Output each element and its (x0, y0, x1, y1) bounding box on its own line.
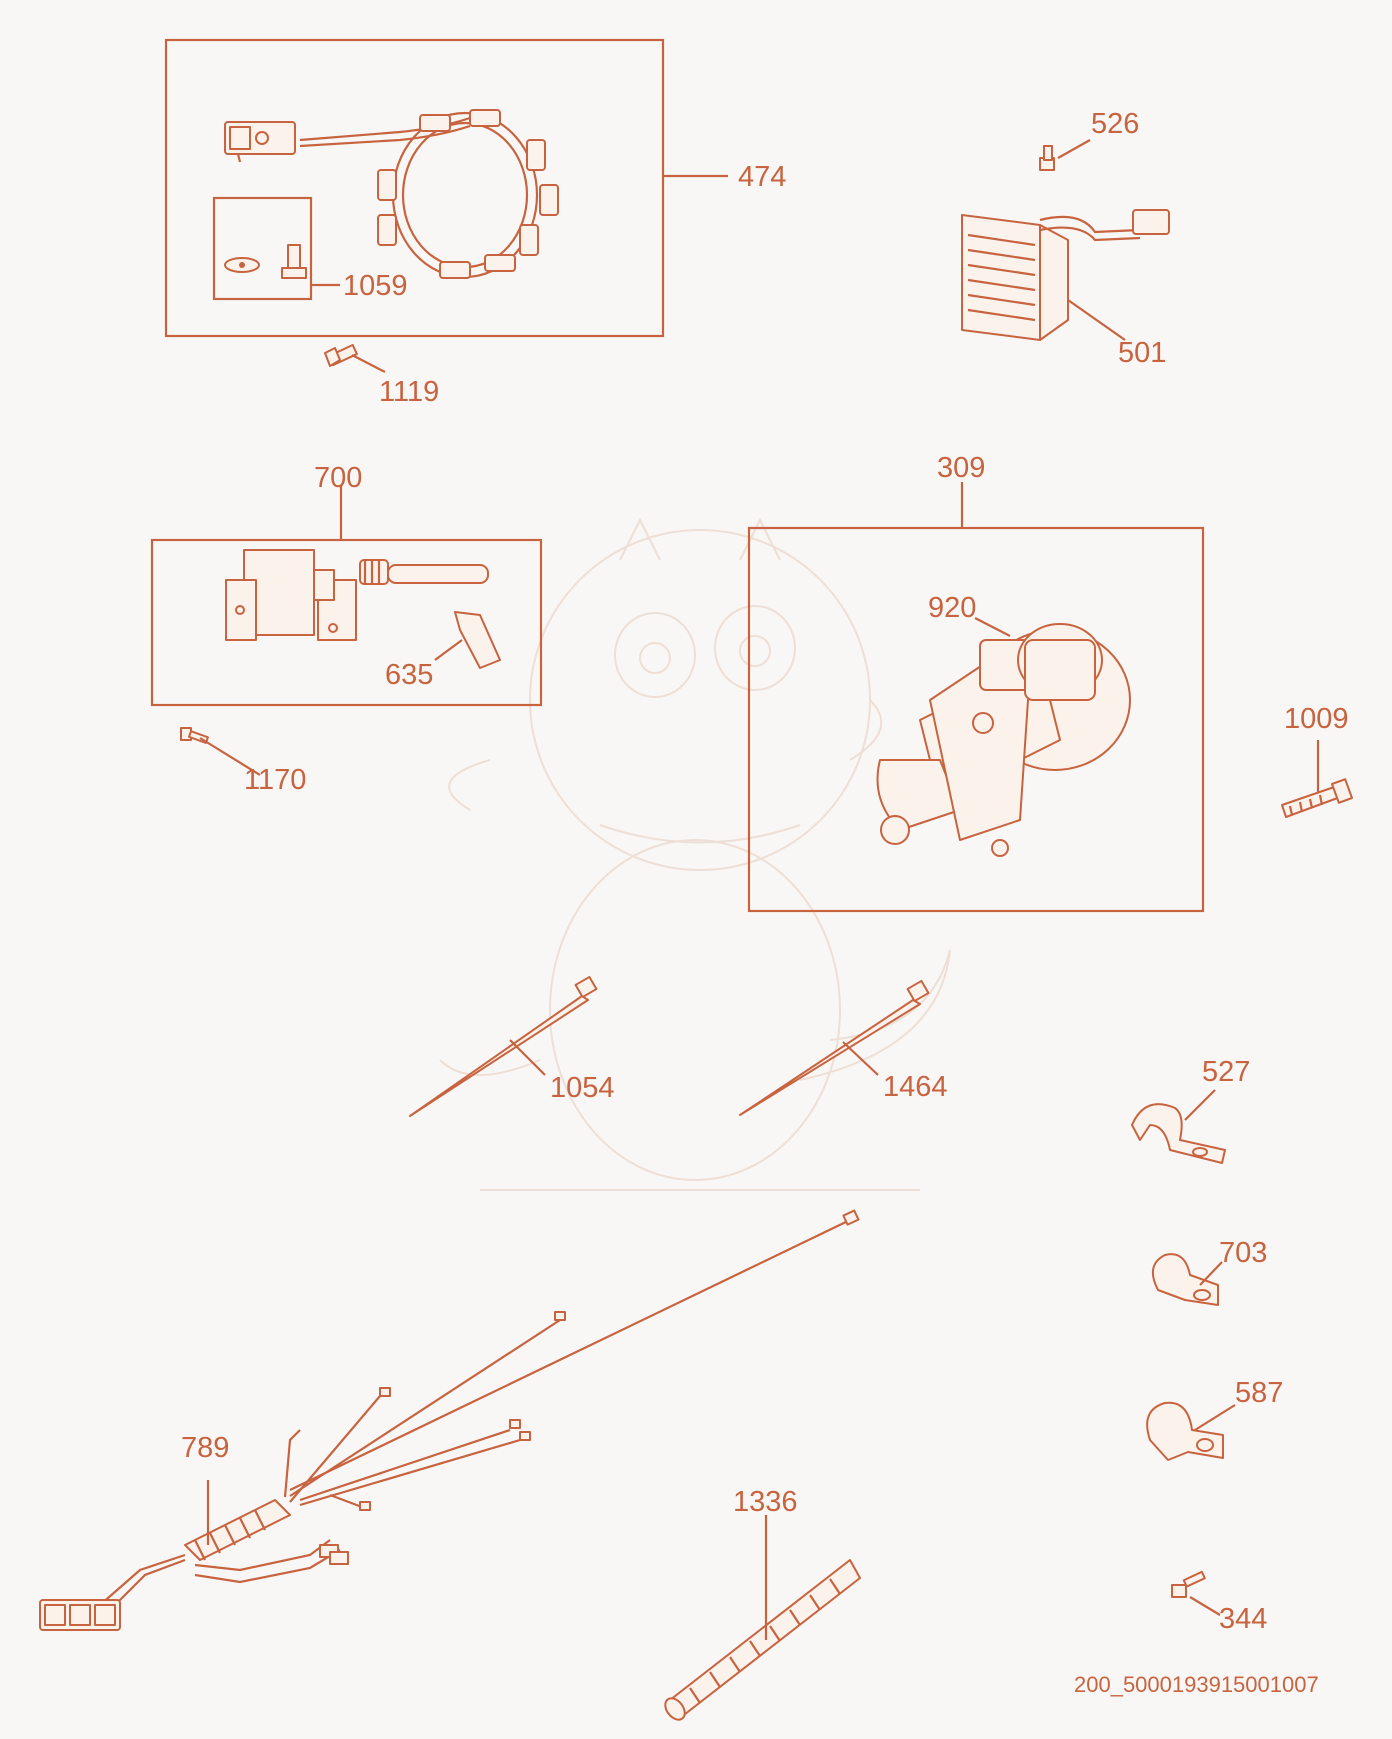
label-1059: 1059 (343, 270, 408, 302)
label-526: 526 (1091, 108, 1139, 140)
regulator-501 (961, 209, 1170, 341)
clamp-527 (1131, 1089, 1226, 1164)
screw-1170 (180, 727, 261, 776)
label-635: 635 (385, 659, 433, 691)
label-1336: 1336 (733, 1486, 798, 1518)
label-501: 501 (1118, 337, 1166, 369)
label-1054: 1054 (550, 1072, 615, 1104)
label-789: 789 (181, 1432, 229, 1464)
bolt-1009 (1281, 740, 1353, 818)
ignition-coil-700 (150, 485, 543, 707)
wiring-harness-789 (39, 1209, 860, 1631)
cable-tie-1464 (739, 979, 930, 1116)
label-309: 309 (937, 452, 985, 484)
screw-344 (1171, 1570, 1221, 1616)
watermark-dragon (439, 517, 951, 1191)
label-587: 587 (1235, 1377, 1283, 1409)
label-474: 474 (738, 161, 786, 193)
conduit-1336 (664, 1515, 861, 1721)
bolt-1119 (324, 343, 386, 373)
clamp-587 (1146, 1401, 1236, 1461)
label-527: 527 (1202, 1056, 1250, 1088)
callout-labels: 474 1059 1119 526 501 700 635 1170 309 9… (181, 108, 1349, 1697)
label-1009: 1009 (1284, 703, 1349, 735)
cable-tie-1054 (409, 975, 598, 1117)
screw-526 (1039, 139, 1091, 171)
drawing-code: 200_5000193915001007 (1074, 1672, 1319, 1697)
label-1119: 1119 (379, 376, 439, 408)
label-920: 920 (928, 592, 976, 624)
label-344: 344 (1219, 1603, 1267, 1635)
stator-assembly (164, 38, 728, 338)
starter-motor-309 (747, 482, 1205, 913)
label-1170: 1170 (244, 764, 306, 796)
label-700: 700 (314, 462, 362, 494)
clamp-703 (1151, 1253, 1223, 1306)
label-703: 703 (1219, 1237, 1267, 1269)
label-1464: 1464 (883, 1071, 948, 1103)
